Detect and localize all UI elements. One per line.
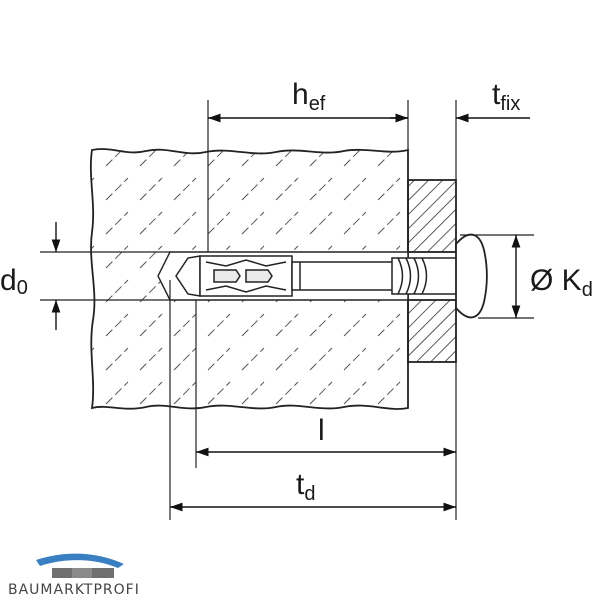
label-t-fix: tfix bbox=[492, 78, 520, 115]
fixture-plate-top bbox=[407, 179, 457, 253]
label-d0: d0 bbox=[0, 264, 28, 299]
bolt-shank bbox=[391, 257, 463, 295]
anchor-sleeve bbox=[175, 255, 411, 297]
label-t-d: td bbox=[296, 468, 315, 505]
brand-bricks-icon bbox=[52, 568, 114, 578]
dimension-lines bbox=[51, 113, 530, 512]
brand-roof-icon bbox=[36, 553, 124, 568]
label-l: l bbox=[318, 414, 325, 447]
label-kd: Ø Kd bbox=[530, 264, 593, 301]
bolt-head bbox=[455, 233, 488, 319]
brand-name: BAUMARKTPROFI bbox=[8, 582, 140, 598]
label-h-ef: hef bbox=[292, 78, 326, 115]
extension-lines bbox=[40, 100, 534, 520]
brand-logo bbox=[36, 553, 124, 578]
fixture-plate-bottom bbox=[407, 299, 457, 363]
